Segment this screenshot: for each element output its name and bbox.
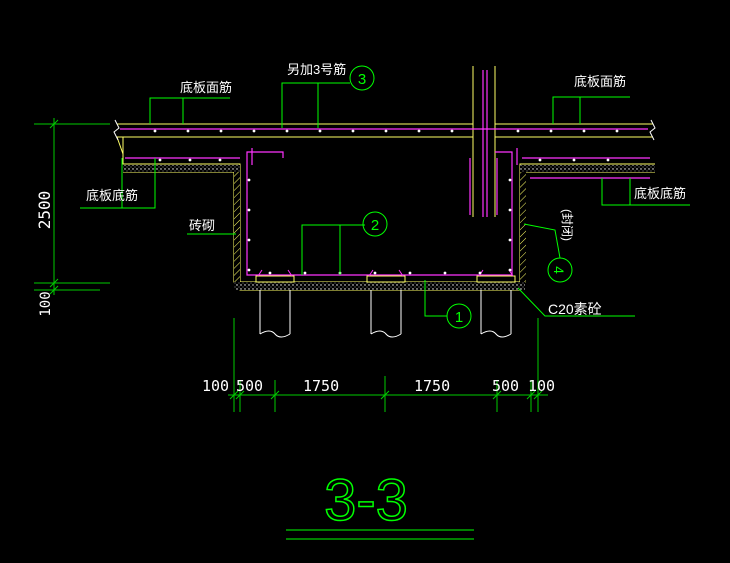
label-extra-bar: 另加3号筋 xyxy=(287,62,346,77)
right-bottom-hatch xyxy=(520,165,655,172)
pile-3 xyxy=(480,290,512,338)
rebar-dot xyxy=(247,238,251,242)
rebar-dot xyxy=(384,129,388,133)
pit-bottom-hatch xyxy=(234,282,525,290)
rebar-dot xyxy=(508,268,512,272)
rebar-dot xyxy=(478,271,482,275)
rebar-dot xyxy=(508,208,512,212)
svg-text:500: 500 xyxy=(492,377,519,395)
piles xyxy=(259,290,512,338)
pile-caps xyxy=(255,275,516,283)
label-bottom-bar-right: 底板底筋 xyxy=(634,186,686,201)
rebar-dot xyxy=(219,129,223,133)
marker-4: 4 xyxy=(547,257,573,283)
section-title: 3-3 xyxy=(324,468,408,533)
vertical-dimension xyxy=(34,118,110,295)
rebar-dot xyxy=(247,208,251,212)
rebar-dot xyxy=(252,129,256,133)
rebar-dot xyxy=(218,158,222,162)
right-brick-wall xyxy=(520,172,526,282)
rebar-dot xyxy=(450,129,454,133)
marker-3: 3 xyxy=(349,65,375,91)
rebar-dot xyxy=(247,178,251,182)
label-brick: 砖砌 xyxy=(189,218,215,233)
rebar-dot xyxy=(408,271,412,275)
dim-vertical-main: 2500 xyxy=(35,191,54,230)
label-concrete: C20素砼 xyxy=(548,301,602,317)
rebar-dot xyxy=(508,238,512,242)
label-top-bar-right: 底板面筋 xyxy=(574,74,626,89)
rebar-dot xyxy=(318,129,322,133)
rebar-dot xyxy=(516,129,520,133)
rebar-dot xyxy=(508,178,512,182)
rebar-dot xyxy=(153,129,157,133)
rebar-dot xyxy=(538,158,542,162)
rebar-dot xyxy=(417,129,421,133)
svg-text:100: 100 xyxy=(202,377,229,395)
svg-text:500: 500 xyxy=(236,377,263,395)
label-top-bar-left: 底板面筋 xyxy=(180,80,232,95)
svg-text:3: 3 xyxy=(358,71,366,88)
dim-vertical-small: 100 xyxy=(38,291,54,316)
label-bottom-bar-left: 底板底筋 xyxy=(86,188,138,203)
rebar-dot xyxy=(158,158,162,162)
svg-text:1: 1 xyxy=(455,309,463,326)
svg-text:1750: 1750 xyxy=(414,377,450,395)
marker-2: 2 xyxy=(362,211,388,237)
pile-1 xyxy=(259,290,291,338)
rebar-dot xyxy=(373,271,377,275)
left-brick-wall xyxy=(234,172,240,282)
rebar-dot xyxy=(303,271,307,275)
leaders xyxy=(80,82,690,317)
marker-1: 1 xyxy=(446,303,472,329)
horizontal-dimension xyxy=(228,318,548,412)
rebar-dots xyxy=(153,129,619,275)
rebar-dot xyxy=(285,129,289,133)
label-right-vertical: (封闭) xyxy=(560,209,574,241)
rebar-dot xyxy=(247,268,251,272)
rebar xyxy=(120,70,650,276)
left-bottom-hatch xyxy=(123,165,240,172)
title-underline xyxy=(286,529,474,540)
rebar-dot xyxy=(188,158,192,162)
svg-text:100: 100 xyxy=(528,377,555,395)
rebar-dot xyxy=(615,129,619,133)
rebar-dot xyxy=(582,129,586,133)
dimension-texts: 100 500 1750 1750 500 100 xyxy=(202,377,555,395)
break-marks xyxy=(113,119,656,141)
pile-2 xyxy=(370,290,402,338)
svg-text:1750: 1750 xyxy=(303,377,339,395)
svg-text:4: 4 xyxy=(551,266,567,274)
rebar-dot xyxy=(606,158,610,162)
rebar-dot xyxy=(572,158,576,162)
rebar-dot xyxy=(268,271,272,275)
rebar-dot xyxy=(186,129,190,133)
rebar-dot xyxy=(549,129,553,133)
rebar-dot xyxy=(351,129,355,133)
svg-text:2: 2 xyxy=(371,217,379,234)
rebar-dot xyxy=(443,271,447,275)
